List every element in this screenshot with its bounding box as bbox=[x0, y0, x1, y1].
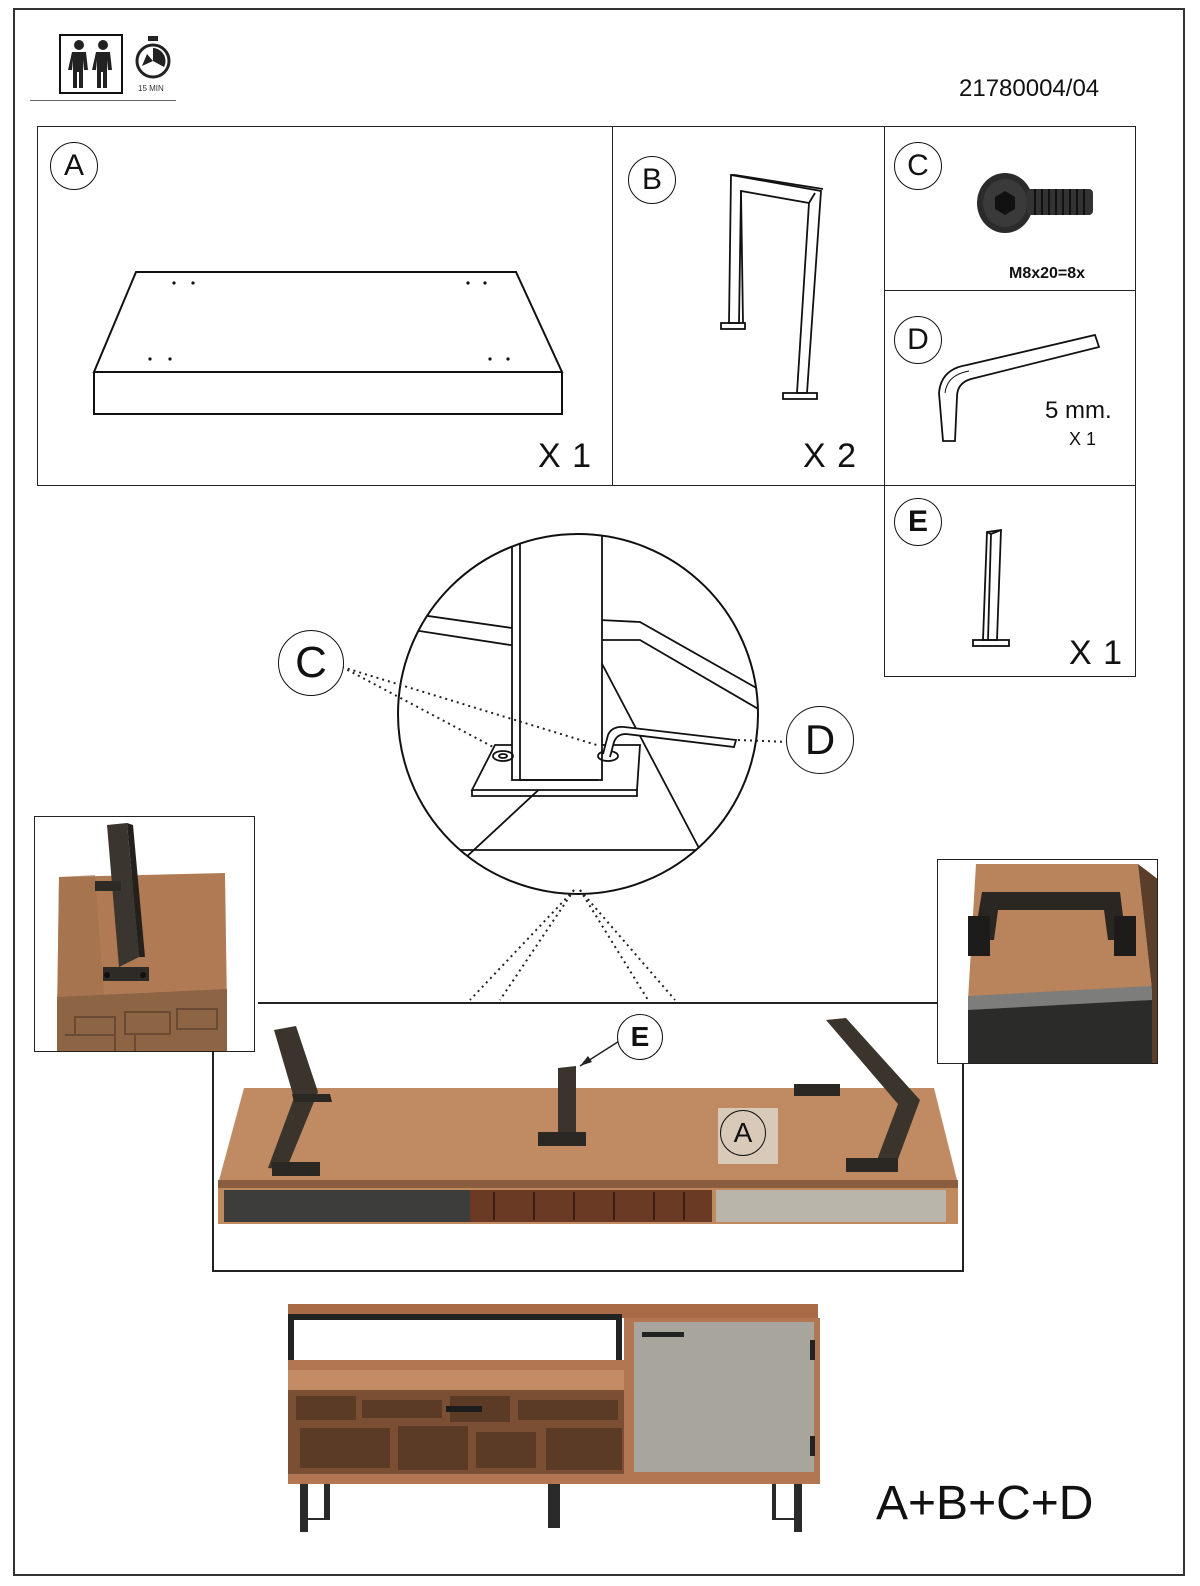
finished-tv-cabinet bbox=[288, 1304, 820, 1532]
header-underline bbox=[30, 100, 176, 101]
header-icons: 15 MIN bbox=[30, 30, 180, 102]
bolt-icon bbox=[977, 173, 1093, 233]
part-d-panel: D 5 mm. X 1 bbox=[884, 290, 1136, 486]
part-d-label: D bbox=[894, 316, 942, 364]
tabletop-drawing bbox=[92, 271, 564, 415]
stopwatch-icon bbox=[133, 36, 173, 80]
page-frame bbox=[13, 8, 1185, 1576]
assembly-photo bbox=[218, 1018, 958, 1224]
allen-key-size: 5 mm. bbox=[1045, 397, 1112, 424]
part-c-label: C bbox=[894, 142, 942, 190]
allen-key-icon bbox=[938, 333, 1101, 442]
detail-label-d: D bbox=[786, 706, 854, 774]
assembly-label-e: E bbox=[617, 1014, 663, 1060]
time-label: 15 MIN bbox=[138, 84, 164, 93]
part-d-qty: X 1 bbox=[1069, 429, 1097, 449]
detail-zoom-drawing bbox=[341, 533, 791, 1001]
detail-label-c: C bbox=[278, 630, 344, 696]
part-b-panel: B X 2 bbox=[612, 126, 886, 486]
assembly-label-a: A bbox=[720, 1110, 766, 1156]
photo-leg-end-view bbox=[937, 859, 1158, 1064]
part-b-label: B bbox=[628, 156, 676, 204]
part-a-qty: X 1 bbox=[538, 437, 593, 475]
bolt-spec: M8x20=8x bbox=[1009, 265, 1086, 282]
part-a-panel: A X 1 bbox=[37, 126, 614, 486]
part-c-panel: C M8x20=8x bbox=[884, 126, 1136, 292]
photo-leg-closeup bbox=[34, 816, 255, 1052]
assembly-right-line bbox=[962, 1064, 964, 1271]
u-leg-drawing bbox=[720, 173, 824, 400]
part-e-qty: X 1 bbox=[1069, 634, 1124, 672]
assembly-formula: A+B+C+D bbox=[876, 1477, 1094, 1530]
part-e-label: E bbox=[894, 498, 942, 546]
document-number: 21780004/04 bbox=[959, 75, 1100, 102]
assembly-left-line bbox=[212, 1052, 214, 1270]
part-b-qty: X 2 bbox=[803, 437, 858, 475]
assembly-bottom-line bbox=[212, 1270, 964, 1272]
two-person-icon bbox=[59, 34, 123, 94]
part-e-panel: E X 1 bbox=[884, 485, 1136, 677]
part-a-label: A bbox=[50, 142, 98, 190]
assembly-top-line bbox=[258, 1002, 937, 1004]
center-leg-drawing bbox=[972, 528, 1010, 647]
